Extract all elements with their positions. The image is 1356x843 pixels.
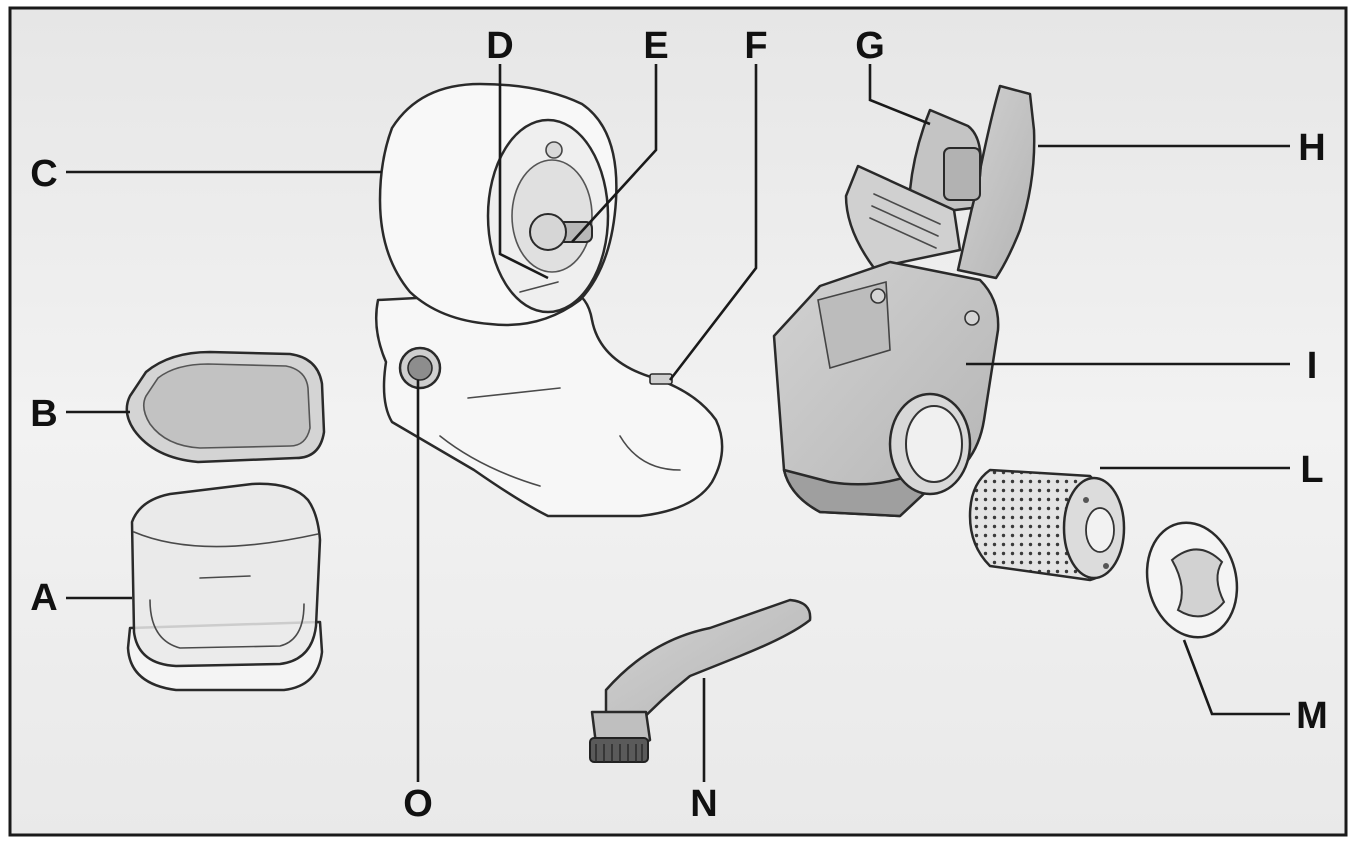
label-e: E [643, 25, 668, 67]
label-m: M [1296, 695, 1328, 737]
label-o: O [403, 783, 433, 825]
diagram-frame [8, 6, 1348, 837]
grating-housing [772, 84, 1036, 518]
label-l: L [1300, 449, 1323, 491]
label-i: I [1307, 345, 1318, 387]
label-f: F [744, 25, 767, 67]
label-d: D [486, 25, 513, 67]
end-cap [1145, 521, 1239, 639]
label-n: N [690, 783, 717, 825]
leader-d [498, 64, 549, 280]
label-a: A [30, 577, 57, 619]
leader-m [1182, 639, 1290, 716]
part-labels: A B C D E F G H I L M N O [30, 25, 1328, 825]
leader-g [868, 64, 931, 126]
leader-f [668, 64, 758, 381]
cleaning-brush [589, 598, 812, 763]
leader-e [571, 64, 658, 243]
label-g: G [855, 25, 885, 67]
label-h: H [1298, 127, 1325, 169]
lid [125, 350, 326, 464]
container-bowl [126, 482, 324, 692]
leader-lines [66, 64, 1290, 782]
label-c: C [30, 153, 57, 195]
label-b: B [30, 393, 57, 435]
grating-drum [968, 468, 1126, 582]
